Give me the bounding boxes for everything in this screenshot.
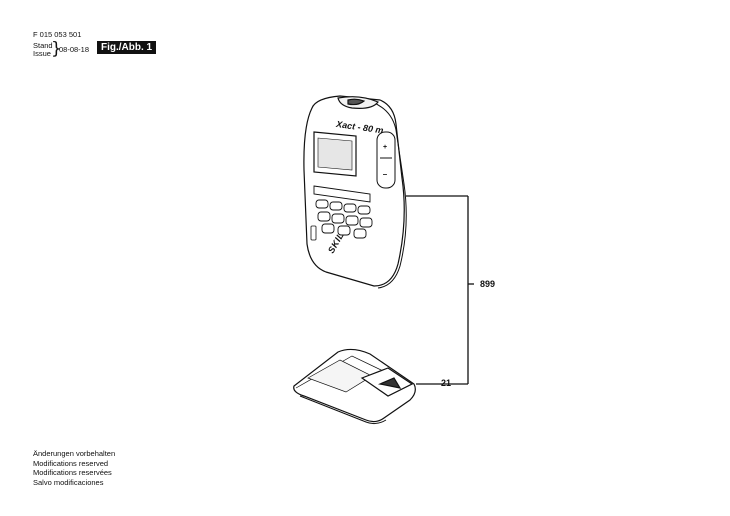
side-grip [310,225,317,241]
battery-cover [293,348,416,425]
bracket-brace: } [51,39,62,59]
footer-note-fr: Modifications reservées [33,468,112,477]
footer-note-es: Salvo modificaciones [33,478,104,487]
keypad [313,185,373,239]
footer-note-de: Änderungen vorbehalten [33,449,116,458]
display-screen [313,131,357,177]
part-number-899: 899 [480,279,496,289]
side-key-panel [376,131,396,189]
issue-date: 08-08-18 [59,45,90,54]
leader-lines [406,195,474,385]
stand-label: Stand [33,41,53,50]
document-number: F 015 053 501 [33,30,82,39]
minus-key-icon: – [383,170,388,179]
issue-label: Issue [33,49,51,58]
part-number-21: 21 [441,378,452,388]
figure-label: Fig./Abb. 1 [97,41,157,54]
plus-key-icon: + [383,144,387,151]
footer-note-en: Modifications reserved [33,459,109,468]
